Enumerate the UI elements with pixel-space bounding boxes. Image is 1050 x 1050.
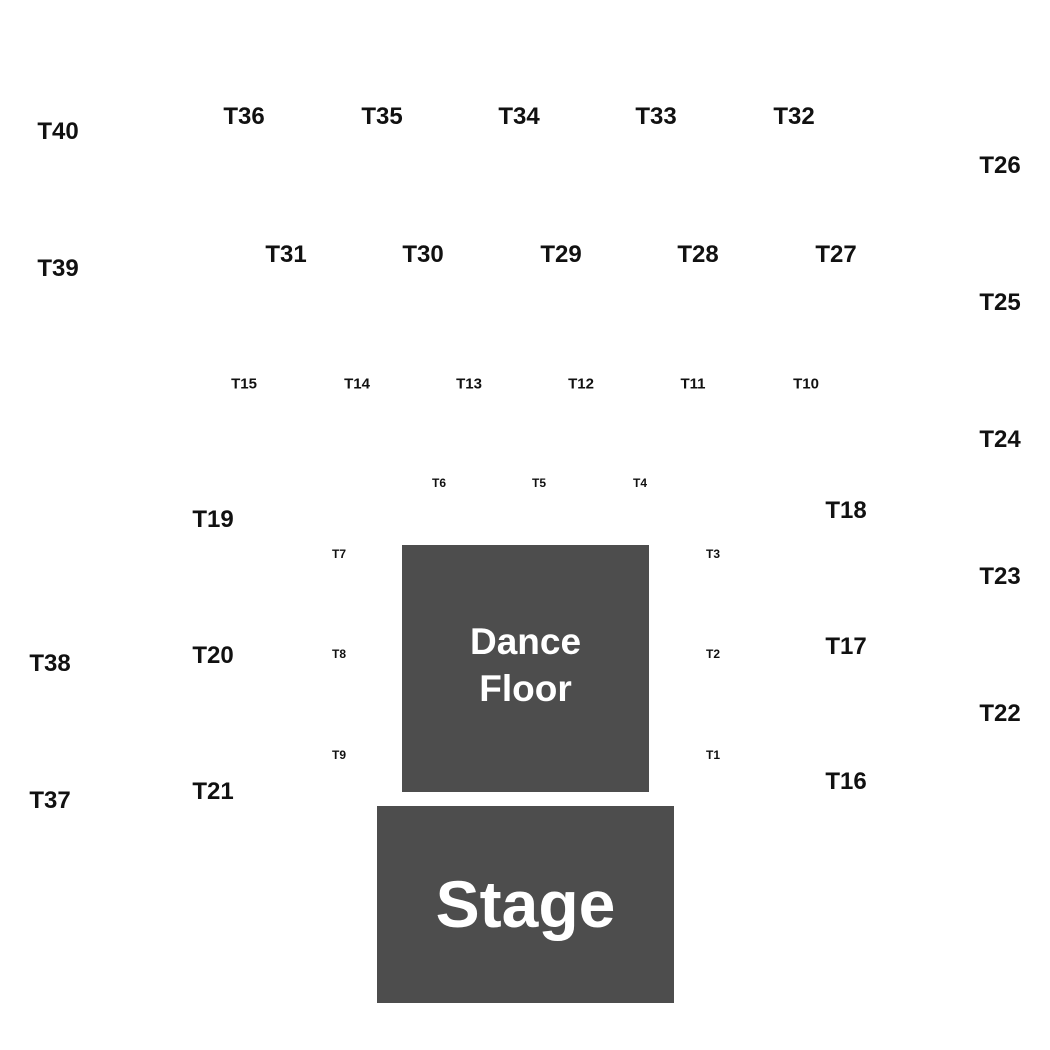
table-t6[interactable]: T6 bbox=[431, 476, 447, 490]
table-t24[interactable]: T24 bbox=[979, 426, 1021, 453]
table-t35[interactable]: T35 bbox=[361, 103, 403, 130]
table-t17[interactable]: T17 bbox=[825, 633, 867, 660]
table-t8[interactable]: T8 bbox=[331, 647, 347, 661]
table-t2[interactable]: T2 bbox=[705, 647, 721, 661]
table-t12[interactable]: T12 bbox=[568, 375, 594, 393]
table-t33[interactable]: T33 bbox=[635, 103, 677, 130]
table-t34[interactable]: T34 bbox=[498, 103, 540, 130]
table-t20[interactable]: T20 bbox=[192, 642, 234, 669]
table-t4[interactable]: T4 bbox=[632, 476, 648, 490]
table-t27[interactable]: T27 bbox=[815, 241, 857, 268]
dance-floor: Dance Floor bbox=[402, 545, 649, 792]
table-t5[interactable]: T5 bbox=[531, 476, 547, 490]
stage-label: Stage bbox=[435, 866, 616, 941]
table-t23[interactable]: T23 bbox=[979, 563, 1021, 590]
table-t14[interactable]: T14 bbox=[344, 375, 370, 393]
table-t39[interactable]: T39 bbox=[37, 255, 79, 282]
table-t18[interactable]: T18 bbox=[825, 497, 867, 524]
dance-floor-label: Dance Floor bbox=[469, 620, 582, 709]
table-t7[interactable]: T7 bbox=[331, 547, 347, 561]
table-t1[interactable]: T1 bbox=[705, 748, 721, 762]
table-t28[interactable]: T28 bbox=[677, 241, 719, 268]
table-t3[interactable]: T3 bbox=[705, 547, 721, 561]
table-t40[interactable]: T40 bbox=[37, 118, 79, 145]
table-t30[interactable]: T30 bbox=[402, 241, 444, 268]
table-t37[interactable]: T37 bbox=[29, 787, 71, 814]
table-t26[interactable]: T26 bbox=[979, 152, 1021, 179]
table-t36[interactable]: T36 bbox=[223, 103, 265, 130]
table-t16[interactable]: T16 bbox=[825, 768, 867, 795]
table-t10[interactable]: T10 bbox=[793, 375, 819, 393]
table-t13[interactable]: T13 bbox=[456, 375, 482, 393]
table-t22[interactable]: T22 bbox=[979, 700, 1021, 727]
table-t38[interactable]: T38 bbox=[29, 650, 71, 677]
table-t31[interactable]: T31 bbox=[265, 241, 307, 268]
table-t19[interactable]: T19 bbox=[192, 506, 234, 533]
table-t9[interactable]: T9 bbox=[331, 748, 347, 762]
table-t11[interactable]: T11 bbox=[680, 375, 706, 393]
table-t29[interactable]: T29 bbox=[540, 241, 582, 268]
table-t15[interactable]: T15 bbox=[231, 375, 257, 393]
stage: Stage bbox=[377, 806, 674, 1003]
table-t32[interactable]: T32 bbox=[773, 103, 815, 130]
table-t21[interactable]: T21 bbox=[192, 778, 234, 805]
table-t25[interactable]: T25 bbox=[979, 289, 1021, 316]
